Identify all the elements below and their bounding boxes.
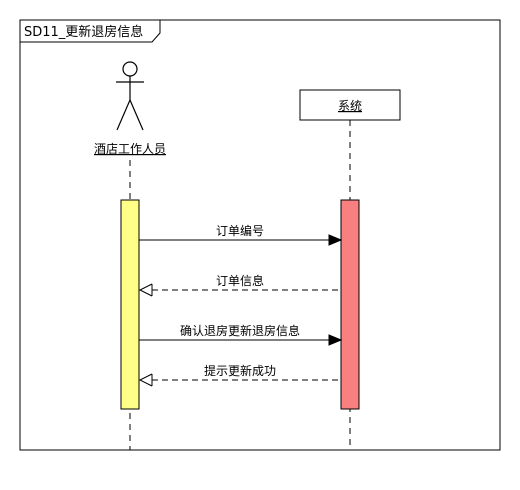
filled-arrowhead-icon (328, 334, 343, 346)
actor-icon (116, 61, 144, 131)
system-activation-bar (340, 199, 360, 410)
message-order-info: 订单信息 (138, 273, 341, 297)
actor-label: 酒店工作人员 (94, 142, 166, 156)
filled-arrowhead-icon (328, 234, 343, 246)
diagram-frame (19, 19, 501, 451)
open-arrowhead-icon (138, 373, 153, 387)
message-label: 订单信息 (216, 273, 264, 288)
frame-title: SD11_更新退房信息 (24, 24, 143, 40)
message-label: 确认退房更新退房信息 (180, 323, 300, 338)
message-label: 订单编号 (216, 223, 264, 238)
system-label: 系统 (338, 99, 362, 113)
actor-activation-bar (120, 199, 140, 410)
message-label: 提示更新成功 (204, 363, 276, 378)
message-order-number: 订单编号 (139, 223, 343, 246)
open-arrowhead-icon (138, 283, 153, 297)
frame-title-tab (19, 19, 161, 43)
message-update-success: 提示更新成功 (138, 363, 341, 387)
message-confirm-checkout: 确认退房更新退房信息 (139, 323, 343, 346)
